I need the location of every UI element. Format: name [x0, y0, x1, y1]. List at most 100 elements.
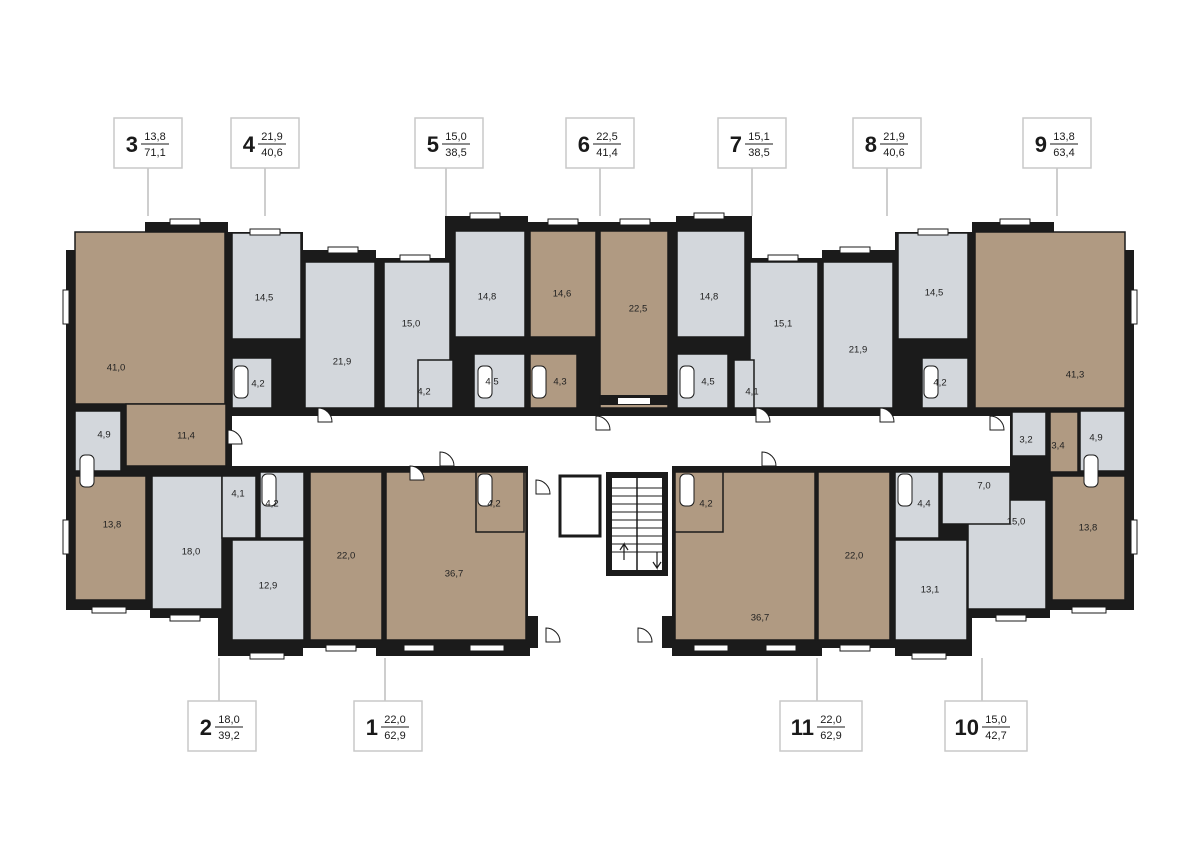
- bathtub: [679, 365, 695, 399]
- apartment-number: 5: [427, 132, 439, 157]
- room-area-label: 4,1: [231, 489, 244, 500]
- apartment-number: 3: [126, 132, 138, 157]
- tag-box: [717, 117, 787, 169]
- window: [169, 218, 201, 226]
- room-a2-hall: [221, 475, 257, 539]
- room-a2-room: [151, 475, 223, 610]
- room-area-label: 14,5: [925, 288, 944, 299]
- room-area-label: 4,5: [701, 377, 714, 388]
- window: [693, 212, 725, 220]
- room-area-label: 4,5: [485, 377, 498, 388]
- window: [619, 218, 651, 226]
- total-area: 41,4: [596, 147, 617, 159]
- room-area-label: 41,3: [1066, 370, 1085, 381]
- room-a5-hall: [417, 359, 454, 409]
- bathtub: [531, 365, 547, 399]
- tag-box: [944, 700, 1028, 752]
- room-area-label: 4,2: [699, 499, 712, 510]
- shaft: [618, 398, 650, 404]
- room-area-label: 7,0: [977, 481, 990, 492]
- room-a7-kitchen: [676, 230, 746, 338]
- apartment-number: 9: [1035, 132, 1047, 157]
- window: [999, 218, 1031, 226]
- room-a10-kitchen: [894, 539, 968, 641]
- door-swing: [409, 465, 425, 481]
- total-area: 63,4: [1053, 147, 1074, 159]
- total-area: 38,5: [445, 147, 466, 159]
- apartment-tag-11[interactable]: 11 22,0 62,9: [779, 658, 863, 752]
- door-swing: [637, 627, 653, 643]
- room-area-labels: 41,011,44,913,814,521,94,215,014,84,24,5…: [97, 288, 1102, 624]
- room-a10-hall: [941, 471, 1011, 525]
- window: [765, 644, 797, 652]
- room-area-label: 4,9: [97, 430, 110, 441]
- tag-box: [852, 117, 922, 169]
- total-area: 40,6: [261, 147, 282, 159]
- room-area-label: 18,0: [182, 547, 201, 558]
- window: [325, 644, 357, 652]
- apartment-number: 8: [865, 132, 877, 157]
- stair-core: [232, 395, 1010, 648]
- door-swing: [761, 451, 777, 467]
- room-a6-kitchen: [529, 230, 597, 338]
- windows-layer: [62, 212, 1138, 660]
- apartment-number: 11: [791, 715, 814, 740]
- apartment-tag-5[interactable]: 5 15,0 38,5: [414, 117, 484, 216]
- room-a7-room: [749, 261, 819, 409]
- bathtub: [477, 473, 493, 507]
- window: [91, 606, 127, 614]
- tag-box: [113, 117, 183, 169]
- living-area: 22,5: [596, 131, 617, 143]
- room-area-label: 22,0: [337, 551, 356, 562]
- door-swing: [439, 451, 455, 467]
- apartment-number: 10: [955, 715, 979, 740]
- total-area: 62,9: [820, 730, 841, 742]
- room-a11-room: [817, 471, 891, 641]
- living-area: 15,1: [748, 131, 769, 143]
- room-a3-hall: [125, 403, 227, 467]
- living-area: 15,0: [445, 131, 466, 143]
- window: [249, 652, 285, 660]
- room-area-label: 4,1: [745, 387, 758, 398]
- door-swing: [879, 407, 895, 423]
- bathtub: [477, 365, 493, 399]
- room-area-label: 41,0: [107, 363, 126, 374]
- apartment-number: 2: [200, 715, 212, 740]
- room-a4-kitchen: [231, 232, 302, 340]
- room-area-label: 14,5: [255, 293, 274, 304]
- room-area-label: 36,7: [445, 569, 464, 580]
- room-area-label: 4,2: [487, 499, 500, 510]
- apartment-number: 1: [366, 715, 378, 740]
- window: [62, 519, 70, 555]
- room-area-label: 4,2: [417, 387, 430, 398]
- room-a1-room: [309, 471, 383, 641]
- living-area: 21,9: [883, 131, 904, 143]
- lift-room: [558, 474, 602, 538]
- window: [839, 644, 871, 652]
- room-area-label: 4,2: [265, 499, 278, 510]
- room-a8-room: [822, 261, 894, 409]
- room-area-label: 13,8: [1079, 523, 1098, 534]
- room-a9-storage: [1011, 411, 1047, 457]
- window: [62, 289, 70, 325]
- living-area: 22,0: [820, 714, 841, 726]
- corridor: [232, 416, 1010, 466]
- total-area: 62,9: [384, 730, 405, 742]
- room-area-label: 12,9: [259, 581, 278, 592]
- bathtub: [1083, 454, 1099, 488]
- living-area: 13,8: [1053, 131, 1074, 143]
- window: [547, 218, 579, 226]
- apartment-tag-9[interactable]: 9 13,8 63,4: [1022, 117, 1092, 216]
- room-area-label: 14,6: [553, 289, 572, 300]
- tag-box: [779, 700, 863, 752]
- living-area: 13,8: [144, 131, 165, 143]
